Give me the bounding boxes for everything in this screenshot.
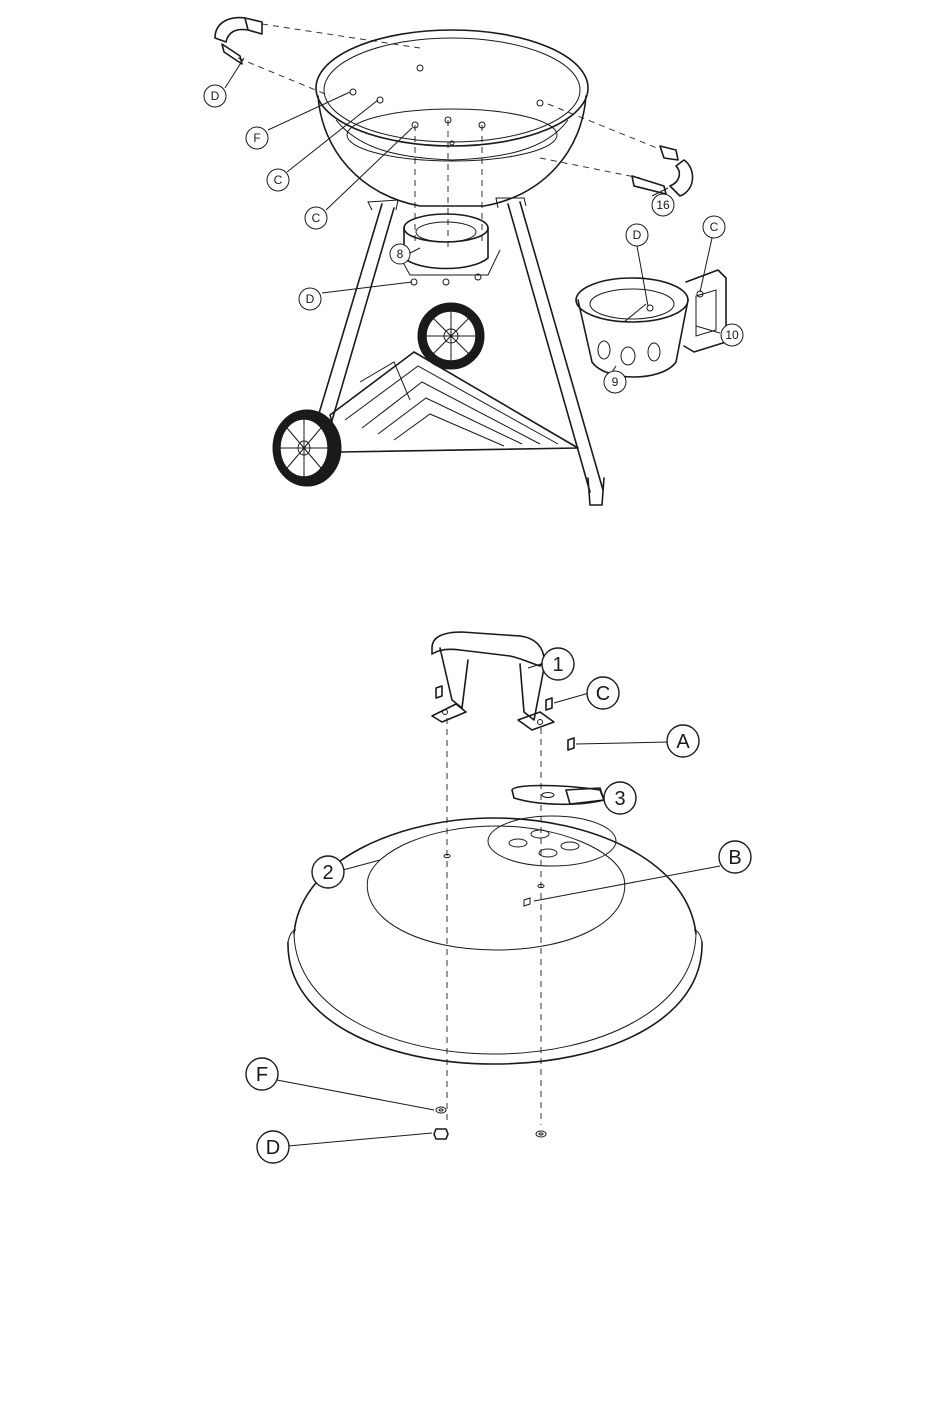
callout-9: 9 (604, 371, 626, 393)
rear-wheel (418, 303, 484, 369)
lid-dome (288, 816, 702, 1064)
charcoal-holder (576, 270, 726, 377)
callout-c: C (587, 677, 619, 709)
callout-10: 10 (721, 324, 743, 346)
svg-text:C: C (710, 220, 719, 234)
svg-text:1: 1 (552, 654, 563, 676)
svg-text:C: C (596, 683, 610, 705)
callout-16: 16 (652, 194, 674, 216)
right-handle (632, 146, 693, 196)
svg-text:C: C (312, 211, 321, 225)
callout-a: A (667, 725, 699, 757)
callout-d-bottom: D (257, 1131, 289, 1163)
svg-text:2: 2 (322, 862, 333, 884)
front-wheel (273, 410, 341, 486)
callout-b: B (719, 841, 751, 873)
svg-text:10: 10 (725, 328, 739, 342)
callout-d-holder: D (626, 224, 648, 246)
svg-text:3: 3 (614, 788, 625, 810)
svg-text:B: B (728, 847, 741, 869)
callout-2: 2 (312, 856, 344, 888)
svg-text:F: F (253, 131, 260, 145)
callout-f-bottom: F (246, 1058, 278, 1090)
svg-text:8: 8 (397, 247, 404, 261)
callout-c-lower: C (305, 207, 327, 229)
callout-c-holder: C (703, 216, 725, 238)
svg-text:16: 16 (656, 198, 670, 212)
lid-handle (432, 632, 554, 730)
svg-text:9: 9 (612, 375, 619, 389)
callout-c-upper: C (267, 169, 289, 191)
grill-body-assembly: D F C C 16 8 D D (204, 18, 743, 505)
callout-1: 1 (542, 648, 574, 680)
svg-text:D: D (633, 228, 642, 242)
left-handle (215, 18, 262, 64)
svg-text:D: D (266, 1137, 280, 1159)
grill-bowl (316, 30, 588, 206)
svg-text:C: C (274, 173, 283, 187)
callout-8: 8 (390, 244, 410, 264)
callout-d-bowl: D (299, 288, 321, 310)
svg-text:F: F (256, 1064, 268, 1086)
svg-text:D: D (211, 89, 220, 103)
lid-vent (512, 786, 604, 805)
svg-text:D: D (306, 292, 315, 306)
callout-f: F (246, 127, 268, 149)
svg-text:A: A (676, 731, 690, 753)
callout-d-handle: D (204, 85, 226, 107)
callout-3: 3 (604, 782, 636, 814)
lid-assembly: 1 C A 3 2 B F D (246, 632, 751, 1163)
